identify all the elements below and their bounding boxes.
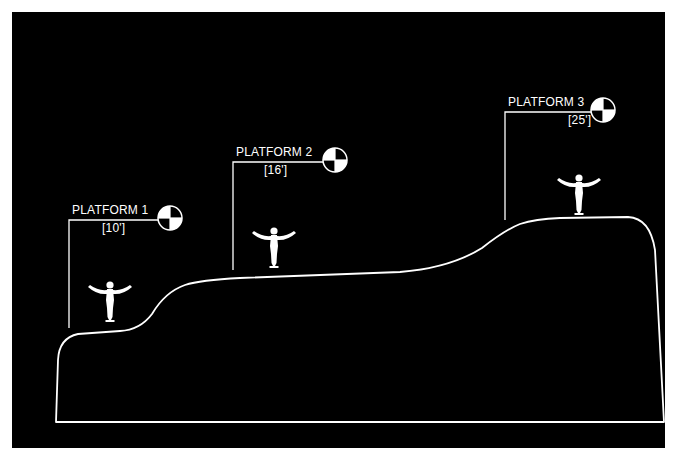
height-dimension: [16'] [264,163,287,177]
height-dimension: [25'] [568,113,591,127]
height-dimension: [10'] [102,221,125,235]
platform-name: PLATFORM 2 [236,145,312,159]
platform-name: PLATFORM 1 [72,203,148,217]
platform-name: PLATFORM 3 [508,95,584,109]
